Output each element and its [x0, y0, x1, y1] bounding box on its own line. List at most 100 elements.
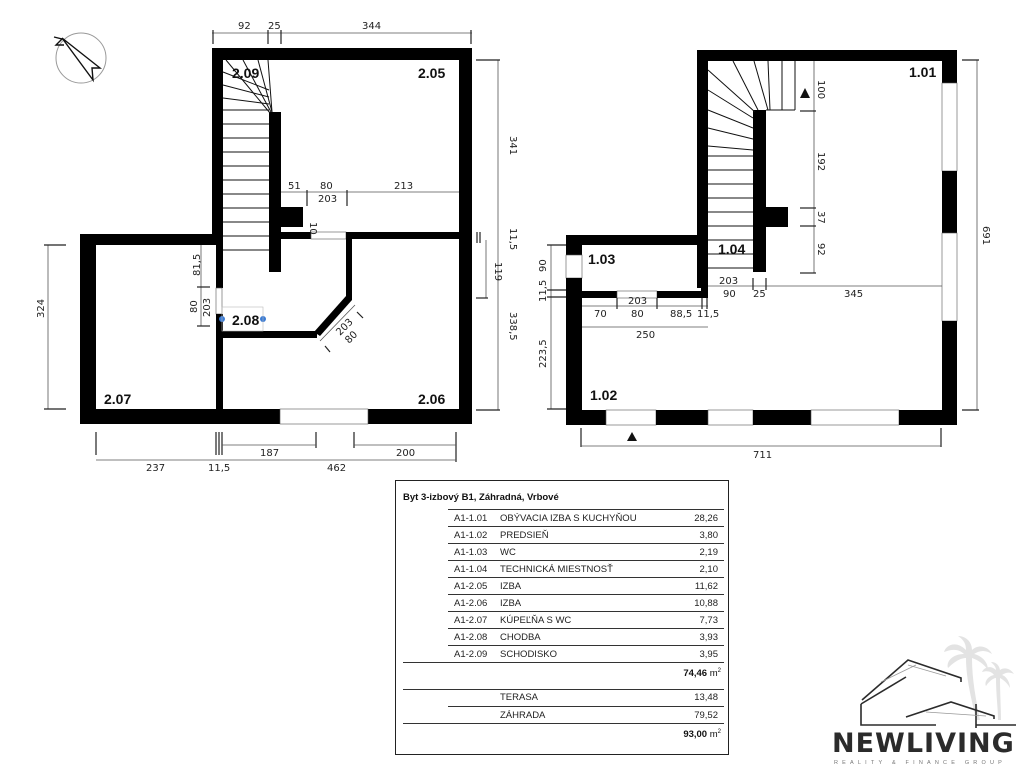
dim-label: 462 — [327, 463, 346, 474]
table-row: A1-1.03 WC 2,19 — [448, 543, 724, 560]
room-name: TECHNICKÁ MIESTNOSŤ — [500, 564, 613, 575]
dim-label: 25 — [753, 289, 766, 300]
room-code: A1-2.06 — [454, 598, 488, 609]
room-name: KÚPEĽŇA S WC — [500, 615, 572, 626]
room-code: A1-1.01 — [454, 513, 488, 524]
room-label-1-01: 1.01 — [909, 64, 936, 80]
unit: m — [709, 668, 718, 680]
entrance-arrow-icon — [627, 432, 637, 441]
room-area: 10,88 — [694, 598, 718, 609]
unit-exponent: 2 — [717, 729, 721, 735]
table-row: A1-2.05 IZBA 11,62 — [448, 577, 724, 594]
room-label-1-02: 1.02 — [590, 387, 617, 403]
room-name: OBÝVACIA IZBA S KUCHYŇOU — [500, 513, 637, 524]
dim-label: 81,5 — [192, 254, 203, 276]
floor-1-plan: 1.01 1.04 1.03 1.02 100 192 37 92 691 20… — [538, 50, 991, 461]
table-row: ZÁHRADA 79,52 — [448, 706, 724, 723]
area-table: Byt 3-izbový B1, Záhradná, Vrbové A1-1.0… — [395, 480, 729, 755]
room-name: WC — [500, 547, 516, 558]
dim-label: 92 — [238, 21, 251, 32]
dim-label: 100 — [815, 80, 826, 99]
dim-label: 90 — [723, 289, 736, 300]
dim-label: 80 — [631, 309, 644, 320]
table-row: A1-1.04 TECHNICKÁ MIESTNOSŤ 2,10 — [448, 560, 724, 577]
dim-label: 11,5 — [697, 309, 719, 320]
room-area: 79,52 — [694, 710, 718, 721]
room-name: TERASA — [500, 692, 539, 703]
table-row: A1-2.09 SCHODISKO 3,95 — [448, 645, 724, 662]
dim-label: 324 — [36, 299, 47, 318]
north-arrow-icon — [53, 32, 107, 84]
floor-2-plan: 2.09 2.05 2.08 2.07 2.06 92 25 344 341 1… — [36, 21, 518, 474]
subtotal-area: 74,46 m2 — [683, 668, 721, 679]
dim-label: 80 — [189, 300, 200, 313]
logo-tagline: REALITY & FINANCE GROUP — [834, 760, 1006, 766]
dim-label: 11,5 — [208, 463, 230, 474]
table-row: A1-2.06 IZBA 10,88 — [448, 594, 724, 611]
room-area: 7,73 — [699, 615, 719, 626]
dim-label: 250 — [636, 330, 655, 341]
logo-wordmark: NEWLIVING — [832, 728, 1015, 759]
dim-label: 203 — [318, 194, 337, 205]
dim-label: 345 — [844, 289, 863, 300]
unit-exponent: 2 — [717, 668, 721, 674]
dim-label: 51 — [288, 181, 301, 192]
dim-label: 11,5 — [538, 280, 549, 302]
room-label-2-05: 2.05 — [418, 65, 445, 81]
room-label-1-03: 1.03 — [588, 251, 615, 267]
divider — [403, 662, 724, 663]
dim-label: 341 — [507, 136, 518, 155]
room-label-2-09: 2.09 — [232, 65, 259, 81]
room-name: SCHODISKO — [500, 649, 558, 660]
dim-label: 11,5 — [507, 228, 518, 250]
dim-label: 203 — [719, 276, 738, 287]
dim-label: 213 — [394, 181, 413, 192]
room-area: 2,10 — [699, 564, 719, 575]
room-code: A1-1.04 — [454, 564, 488, 575]
dim-label: 344 — [362, 21, 381, 32]
room-label-1-04: 1.04 — [718, 241, 745, 257]
table-row: A1-1.02 PREDSIEŇ 3,80 — [448, 526, 724, 543]
house-palm-icon — [860, 636, 1016, 728]
table-title: Byt 3-izbový B1, Záhradná, Vrbové — [403, 492, 559, 503]
dim-label: 338,5 — [507, 312, 518, 341]
room-label-2-06: 2.06 — [418, 391, 445, 407]
total-area: 93,00 m2 — [683, 729, 721, 740]
room-area: 3,80 — [699, 530, 719, 541]
dim-label: 223,5 — [538, 339, 549, 368]
staircase — [707, 60, 796, 269]
room-label-2-08: 2.08 — [232, 312, 259, 328]
room-label-2-07: 2.07 — [104, 391, 131, 407]
room-area: 3,95 — [699, 649, 719, 660]
dim-label: 10 — [307, 222, 318, 235]
dim-label: 192 — [815, 152, 826, 171]
room-name: CHODBA — [500, 632, 541, 643]
room-code: A1-1.03 — [454, 547, 488, 558]
newliving-logo: NEWLIVING REALITY & FINANCE GROUP — [826, 620, 1016, 766]
stair-direction-arrow-icon — [800, 88, 810, 98]
room-area: 28,26 — [694, 513, 718, 524]
table-row: A1-2.07 KÚPEĽŇA S WC 7,73 — [448, 611, 724, 628]
dim-label: 203 — [628, 296, 647, 307]
dim-label: 92 — [815, 243, 826, 256]
staircase — [222, 59, 273, 251]
table-row: A1-1.01 OBÝVACIA IZBA S KUCHYŇOU 28,26 — [448, 509, 724, 526]
dim-label: 37 — [815, 211, 826, 224]
room-name: IZBA — [500, 598, 522, 609]
dim-label: 691 — [980, 226, 991, 245]
room-code: A1-1.02 — [454, 530, 488, 541]
room-area: 2,19 — [699, 547, 719, 558]
divider — [403, 723, 724, 724]
table-row: TERASA 13,48 — [448, 689, 724, 705]
dim-label: 88,5 — [670, 309, 692, 320]
room-code: A1-2.05 — [454, 581, 488, 592]
table-row: A1-2.08 CHODBA 3,93 — [448, 628, 724, 645]
dim-label: 237 — [146, 463, 165, 474]
dim-label: 187 — [260, 448, 279, 459]
dim-label: 70 — [594, 309, 607, 320]
dim-label: 90 — [538, 259, 549, 272]
dim-label: 200 — [396, 448, 415, 459]
room-area: 13,48 — [694, 692, 718, 703]
dim-label: 25 — [268, 21, 281, 32]
